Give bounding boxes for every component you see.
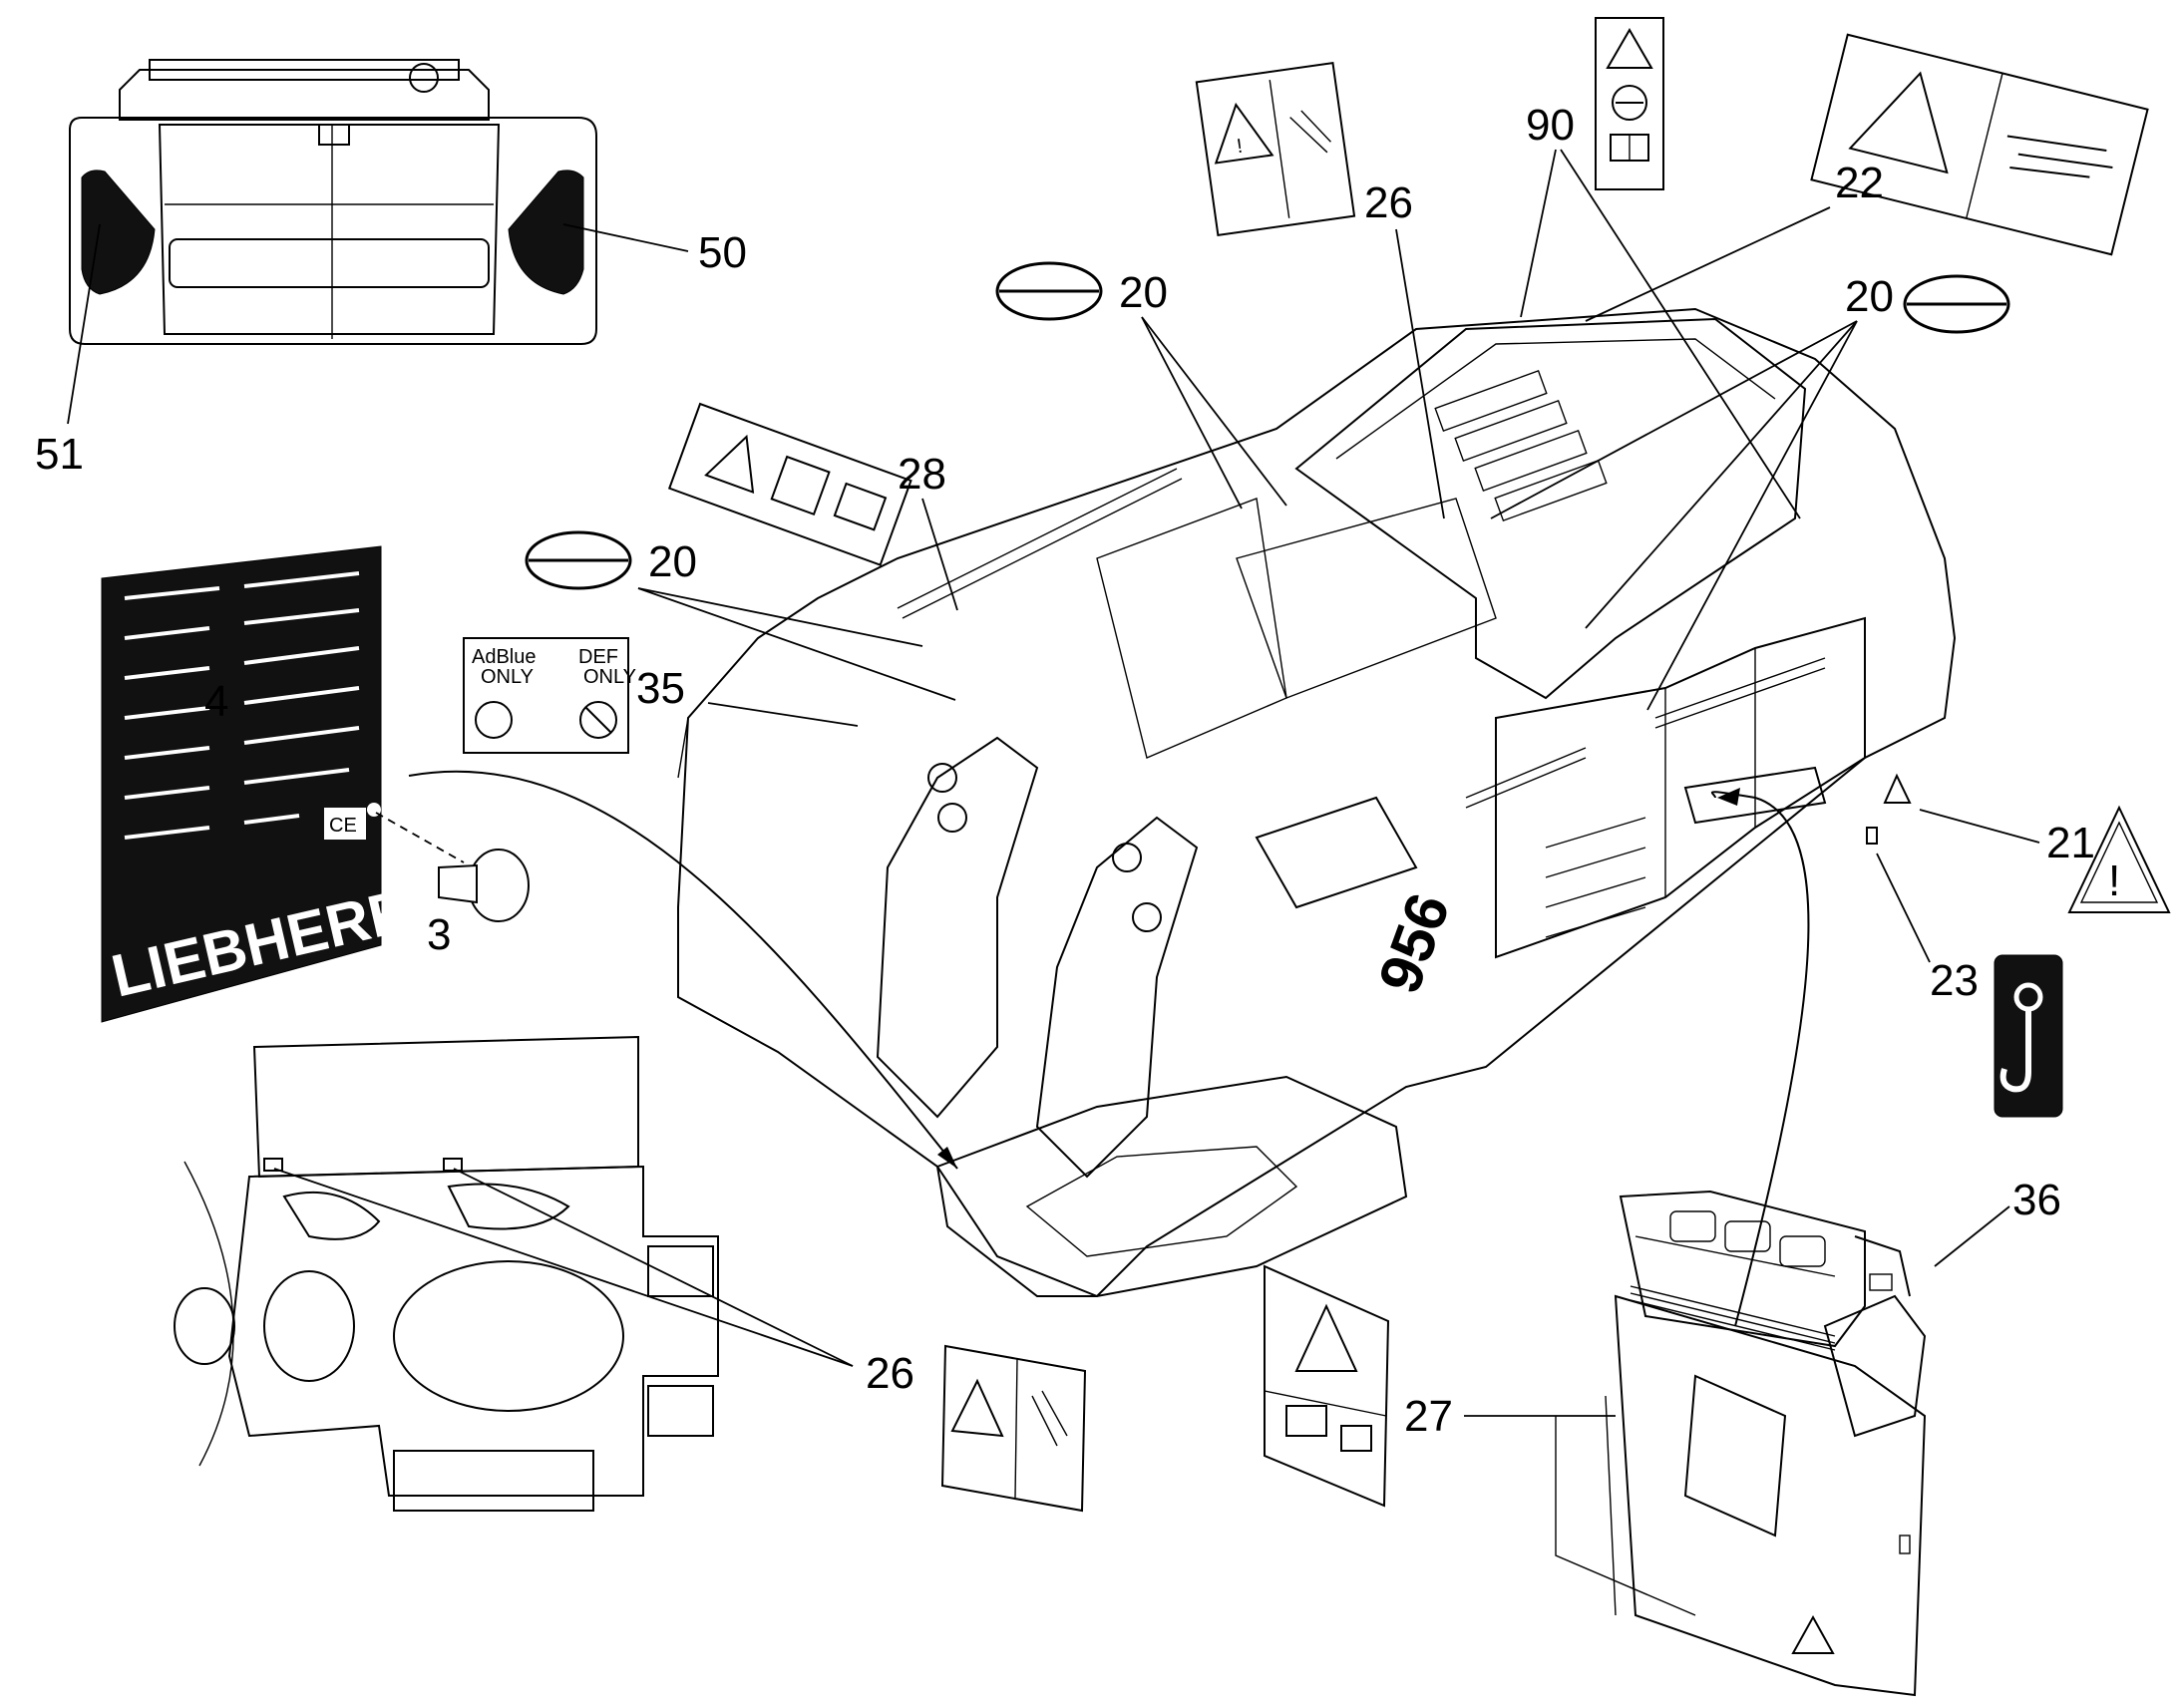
def-only: ONLY bbox=[583, 666, 636, 688]
warning-triangle-icon bbox=[1791, 1614, 1835, 1654]
no-entry-symbol-icon bbox=[995, 261, 1103, 321]
leader-26-top bbox=[1395, 228, 1445, 519]
manual-book-icon bbox=[833, 482, 888, 531]
leader-35 bbox=[707, 702, 859, 727]
callout-50: 50 bbox=[698, 228, 747, 277]
leader-36 bbox=[1934, 1205, 2010, 1267]
callout-28: 28 bbox=[898, 450, 946, 499]
callout-23: 23 bbox=[1930, 956, 1979, 1005]
callout-3: 3 bbox=[427, 910, 451, 959]
leader-20-left bbox=[637, 587, 956, 701]
leader-51 bbox=[67, 223, 101, 425]
warning-triangle-icon bbox=[1294, 1303, 1358, 1372]
warning-triangle-icon bbox=[1883, 773, 1912, 804]
leader-90 bbox=[1520, 149, 1801, 519]
model-number: 956 bbox=[1365, 884, 1462, 1001]
callout-51: 51 bbox=[35, 430, 84, 479]
upper-carriage-machine: 956 bbox=[677, 307, 1957, 1298]
no-entry-symbol-icon bbox=[525, 530, 632, 590]
callout-36: 36 bbox=[2012, 1176, 2061, 1224]
adblue-title: AdBlue bbox=[472, 646, 537, 668]
adblue-def-decal-35: AdBlue DEF ONLY ONLY bbox=[463, 637, 636, 754]
warning-triangle-icon: ! bbox=[2067, 805, 2171, 913]
callout-20-left: 20 bbox=[648, 537, 697, 586]
callout-22: 22 bbox=[1835, 159, 1884, 207]
safety-decal-28 bbox=[667, 402, 912, 566]
hand-crush-icon bbox=[1031, 1390, 1068, 1447]
hand-hazard-decal-22 bbox=[1810, 33, 2149, 256]
ce-mark: CE bbox=[329, 815, 357, 837]
rivet-icon bbox=[438, 849, 530, 922]
leader-20-top bbox=[1141, 316, 1287, 510]
callout-20-right: 20 bbox=[1845, 272, 1894, 321]
callout-90: 90 bbox=[1526, 101, 1575, 150]
warning-decal-26-top: ! bbox=[1195, 62, 1356, 236]
callout-26-top: 26 bbox=[1364, 178, 1413, 227]
warning-triangle-icon bbox=[704, 434, 755, 495]
manual-book-icon bbox=[1340, 1425, 1372, 1452]
base-plate-detail bbox=[174, 1035, 719, 1512]
warning-decal-26-bottom bbox=[940, 1344, 1087, 1513]
rear-view-arrow bbox=[1710, 788, 1810, 1327]
adblue-only: ONLY bbox=[481, 666, 534, 688]
cab-rear-view bbox=[69, 59, 597, 345]
leader-3 bbox=[375, 812, 465, 863]
svg-text:!: ! bbox=[2108, 856, 2120, 905]
callout-4: 4 bbox=[204, 677, 228, 726]
leader-21 bbox=[1919, 809, 2040, 844]
plate-location-arrow bbox=[408, 770, 958, 1170]
type-plate-4: CE LIEBHERR bbox=[101, 545, 419, 1023]
hand-crush-icon bbox=[1289, 110, 1331, 154]
safety-decal-90 bbox=[1595, 17, 1664, 190]
leader-20-right bbox=[1490, 320, 1858, 711]
callout-21: 21 bbox=[2046, 819, 2095, 867]
callout-35: 35 bbox=[636, 664, 685, 713]
warning-triangle-icon bbox=[1214, 102, 1274, 165]
warning-triangle-icon bbox=[950, 1378, 1004, 1438]
callout-27: 27 bbox=[1404, 1392, 1453, 1441]
rear-section-detail bbox=[1555, 1190, 1927, 1697]
callout-26-bottom: 26 bbox=[866, 1349, 914, 1398]
leader-23 bbox=[1876, 853, 1931, 963]
svg-text:!: ! bbox=[1236, 136, 1245, 159]
def-title: DEF bbox=[578, 646, 618, 668]
leader-26-bottom bbox=[273, 1168, 854, 1367]
no-entry-symbol-icon bbox=[1903, 274, 2010, 334]
leader-22 bbox=[1585, 206, 1831, 322]
warning-triangle-icon bbox=[1606, 28, 1653, 69]
callout-20-top: 20 bbox=[1119, 268, 1168, 317]
leader-28 bbox=[921, 498, 958, 611]
lifting-hook-icon bbox=[1994, 954, 2063, 1118]
leader-50 bbox=[562, 223, 689, 252]
safety-decal-27 bbox=[1264, 1264, 1390, 1508]
hand-crush-icon bbox=[2006, 135, 2113, 178]
warning-triangle-icon bbox=[1848, 71, 1949, 174]
